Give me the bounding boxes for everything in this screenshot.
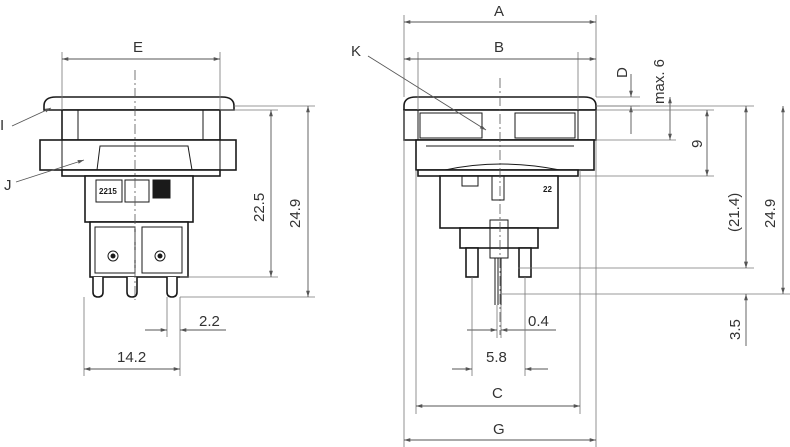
- right-flange: [415, 139, 595, 171]
- dim-3-5: 3.5: [727, 319, 744, 340]
- right-dimensions: A B C G K D max. 6 9: [351, 3, 790, 447]
- dim-5-8: 5.8: [486, 349, 507, 366]
- left-part-code: 2215: [99, 187, 117, 196]
- left-terminal-2: [126, 277, 138, 298]
- left-terminal-3: [166, 277, 178, 298]
- label-C: C: [492, 385, 503, 402]
- left-switch-body: [84, 175, 194, 223]
- label-A: A: [494, 3, 504, 20]
- dim-2-2: 2.2: [199, 313, 220, 330]
- label-J: J: [4, 177, 12, 194]
- right-part-code: 22: [543, 185, 552, 194]
- dim-14-2: 14.2: [117, 349, 146, 366]
- left-terminal-1: [92, 277, 104, 298]
- label-E: E: [133, 39, 143, 56]
- dim-22-5: 22.5: [251, 193, 268, 222]
- dim-24-9-right: 24.9: [762, 199, 779, 228]
- dim-9: 9: [689, 140, 706, 148]
- right-switch-body: [439, 175, 559, 229]
- label-I: I: [0, 117, 4, 134]
- left-view: 2215: [39, 70, 237, 300]
- right-view: 22: [403, 78, 597, 335]
- left-dimensions: E 22.5 24.9 2.2 14.2 I J: [0, 39, 315, 376]
- left-flange: [39, 139, 237, 171]
- dim-21-4: (21.4): [726, 193, 743, 232]
- label-K: K: [351, 43, 361, 60]
- dim-0-4: 0.4: [528, 313, 549, 330]
- left-bezel: [61, 109, 221, 141]
- label-G: G: [493, 421, 505, 438]
- label-D: D: [614, 67, 631, 78]
- left-cap: [43, 96, 235, 111]
- label-B: B: [494, 39, 504, 56]
- dim-24-9-left: 24.9: [287, 199, 304, 228]
- dim-max-6: max. 6: [651, 59, 668, 104]
